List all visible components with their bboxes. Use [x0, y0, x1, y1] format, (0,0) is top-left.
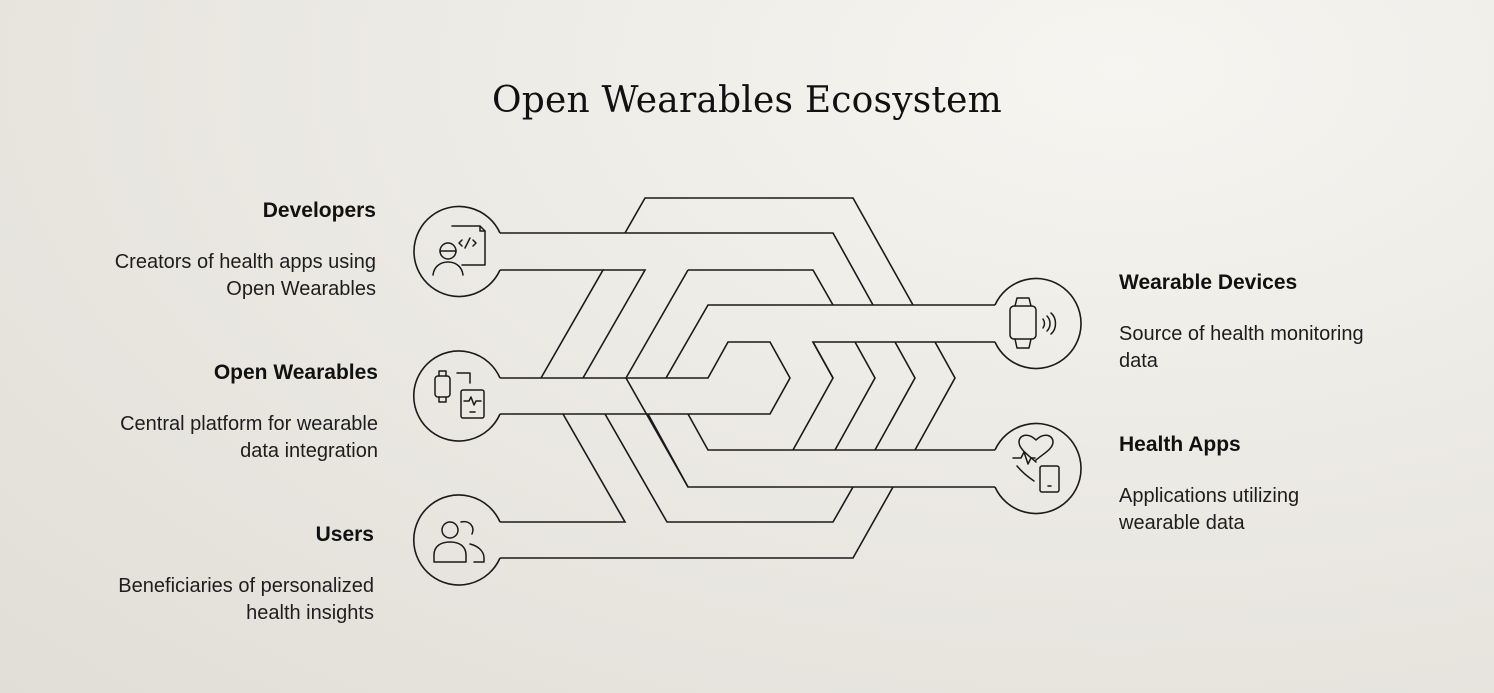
- open-wearables-heading: Open Wearables: [213, 361, 378, 384]
- developers-node: [413, 205, 501, 298]
- connector-top-arch: [624, 197, 914, 306]
- connector-open-lower-2: [604, 413, 854, 523]
- wearable-devices-desc-line-2: data: [1119, 350, 1158, 372]
- connector-developers-branch-2: [688, 269, 834, 306]
- connector-health-upper: [687, 413, 995, 451]
- connector-developers-branch-3: [625, 269, 689, 379]
- users-description: Beneficiaries of personalized health ins…: [54, 573, 374, 627]
- connector-chevron-1: [792, 341, 834, 451]
- developers-description: Creators of health apps using Open Weara…: [56, 249, 376, 303]
- connector-lines: [500, 197, 995, 559]
- connector-developers-lower: [500, 269, 605, 379]
- health-apps-description: Applications utilizing wearable data: [1119, 483, 1439, 537]
- open-wearables-desc-line-1: Central platform for wearable: [120, 413, 378, 435]
- connector-developers-upper: [500, 232, 874, 306]
- health-apps-node: [994, 422, 1082, 515]
- wearable-devices-node: [994, 277, 1082, 370]
- connector-chevron-4: [914, 341, 956, 451]
- connector-health-lower: [625, 377, 995, 488]
- users-text: Users Beneficiaries of personalized heal…: [54, 523, 374, 627]
- open-wearables-text: Open Wearables Central platform for wear…: [58, 361, 378, 465]
- connector-wearable-lower: [811, 341, 995, 379]
- developers-desc-line-2: Open Wearables: [226, 278, 376, 300]
- wearable-devices-text: Wearable Devices Source of health monito…: [1119, 271, 1439, 375]
- connector-open-upper: [500, 341, 791, 415]
- heart-phone-icon: [1012, 434, 1060, 493]
- users-icon: [433, 520, 485, 563]
- diagram-title: Open Wearables Ecosystem: [492, 80, 1002, 121]
- connector-chevron-2: [834, 341, 876, 451]
- connector-open-lower-1: [500, 413, 627, 523]
- open-wearables-node: [412, 350, 501, 442]
- connector-chevron-3: [874, 341, 916, 451]
- developers-desc-line-1: Creators of health apps using: [114, 251, 376, 273]
- health-apps-heading: Health Apps: [1119, 433, 1241, 456]
- wearable-devices-desc-line-1: Source of health monitoring: [1119, 323, 1364, 345]
- developer-icon: [432, 225, 486, 276]
- developers-text: Developers Creators of health apps using…: [56, 199, 376, 303]
- users-desc-line-1: Beneficiaries of personalized: [118, 575, 374, 597]
- wearable-devices-description: Source of health monitoring data: [1119, 321, 1439, 375]
- open-wearables-desc-line-2: data integration: [240, 440, 378, 462]
- users-node: [412, 494, 501, 586]
- health-apps-text: Health Apps Applications utilizing weara…: [1119, 433, 1439, 537]
- watch-tablet-icon: [434, 370, 485, 419]
- developers-heading: Developers: [262, 199, 376, 222]
- connector-open-lower-3: [647, 413, 689, 488]
- open-wearables-description: Central platform for wearable data integ…: [58, 411, 378, 465]
- connector-users-lower: [500, 486, 894, 559]
- users-desc-line-2: health insights: [246, 602, 374, 624]
- health-apps-desc-line-1: Applications utilizing: [1119, 485, 1300, 507]
- smartwatch-signal-icon: [1009, 297, 1057, 349]
- connector-developers-branch: [582, 269, 647, 379]
- health-apps-desc-line-2: wearable data: [1119, 512, 1245, 534]
- users-heading: Users: [315, 523, 374, 546]
- connector-wearable-upper: [665, 304, 995, 379]
- wearable-devices-heading: Wearable Devices: [1119, 271, 1298, 294]
